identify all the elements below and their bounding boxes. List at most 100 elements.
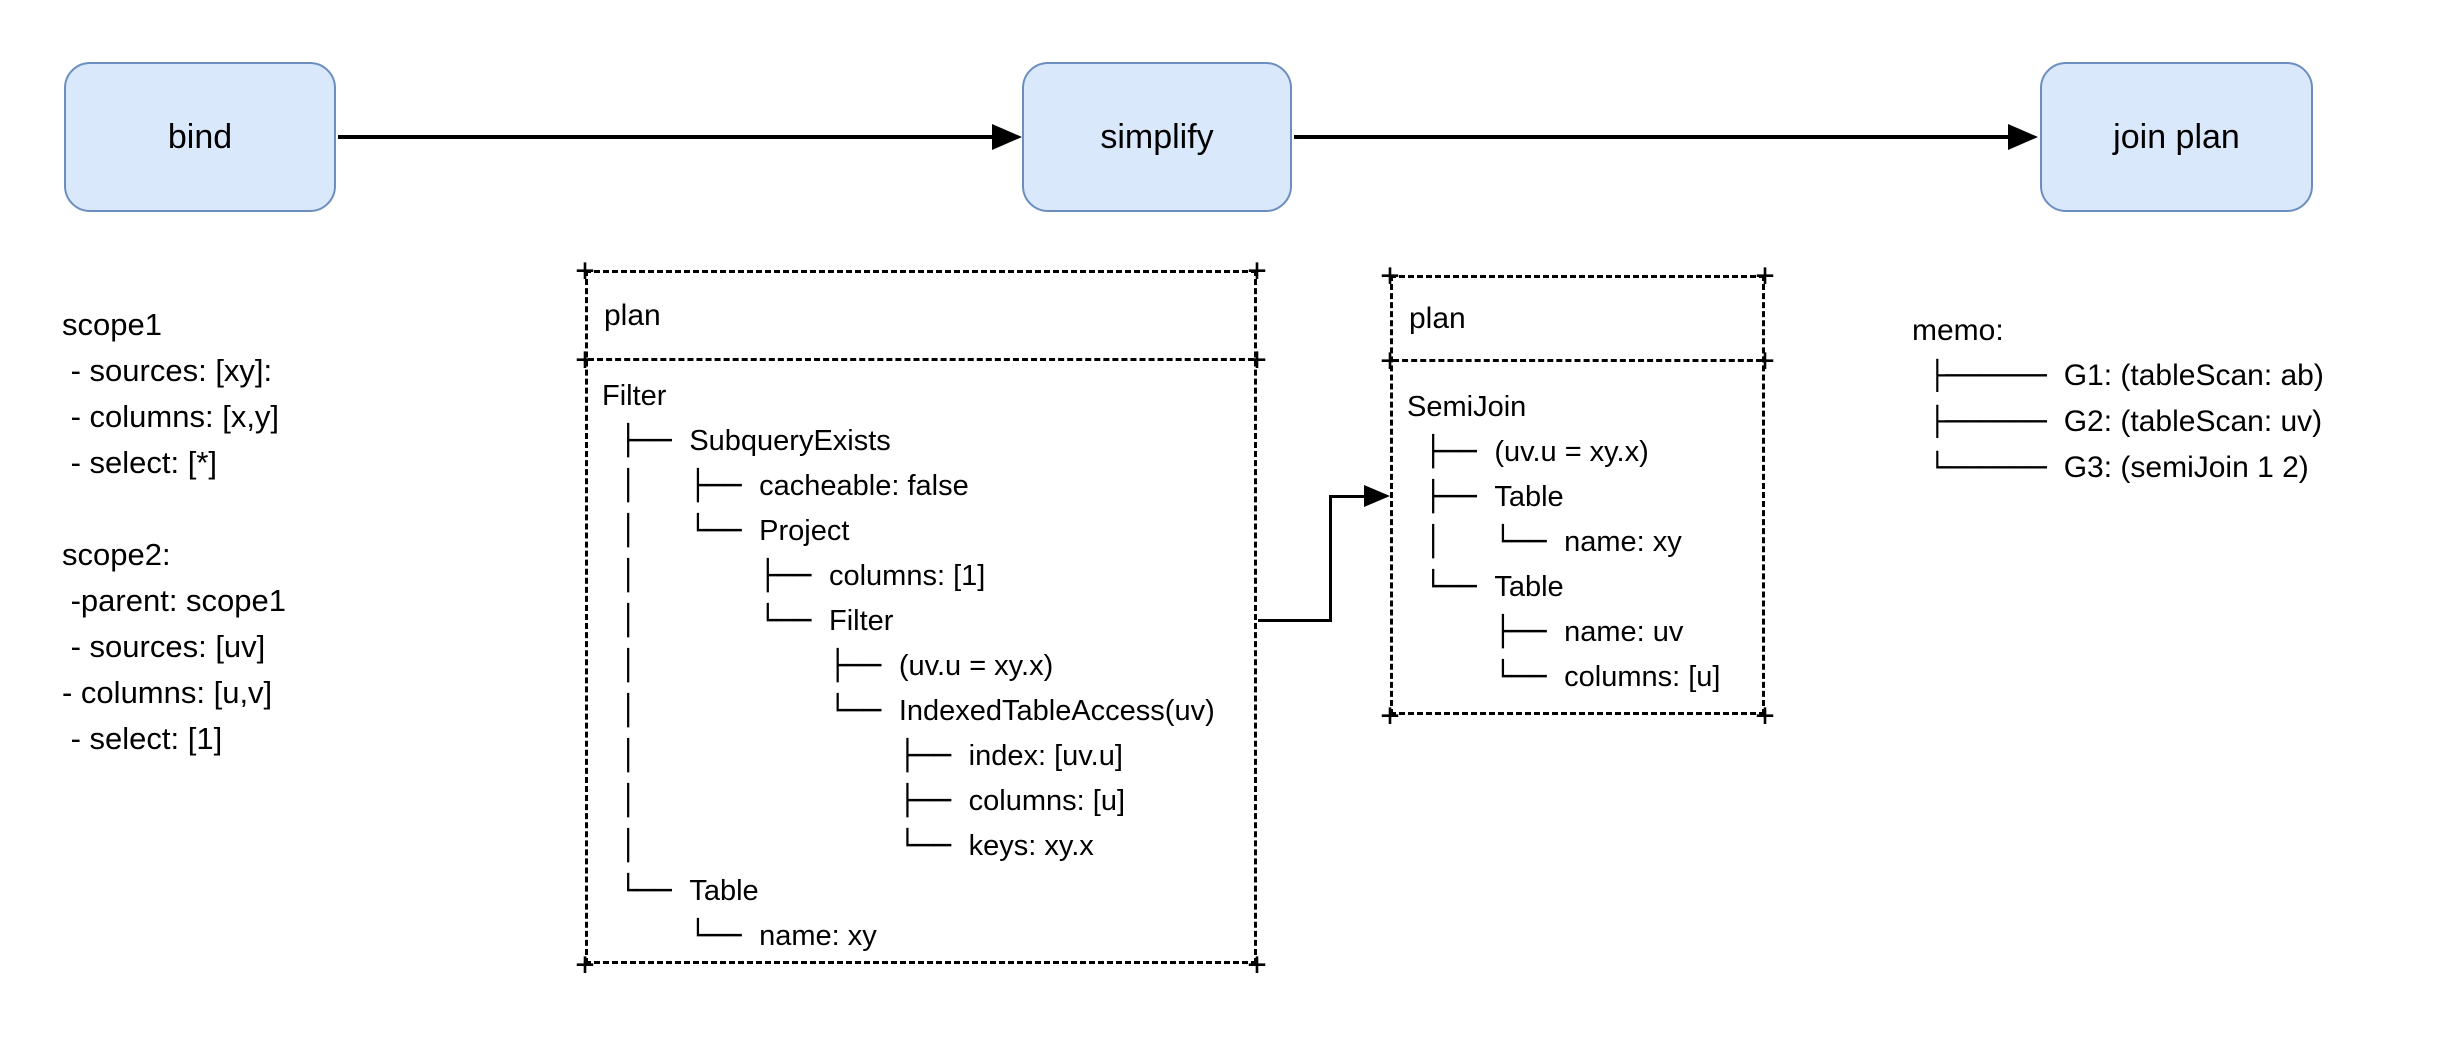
corner-plus: + [575,251,595,289]
tree-connector: │ ├── [602,558,829,592]
memo-entry: └────── G3: (semiJoin 1 2) [1912,445,2324,491]
plan-box-filter-tree: + + + + + + plan Filter ├── SubqueryExis… [575,254,1266,980]
plan-tree: Filter ├── SubqueryExists │ ├── cacheabl… [588,361,1254,958]
arrowhead-icon [2008,124,2038,150]
plan-tree-row: │ └── name: xy [1407,519,1762,564]
scope-note-line: - select: [*] [62,445,218,480]
plan-tree-row: │ ├── index: [uv.u] [602,733,1254,778]
flow-node-bind-label: bind [167,117,233,156]
plan-tree-row: │ └── Filter [602,598,1254,643]
corner-plus: + [1380,696,1400,734]
elbow-arrow-segment-bottom [1258,619,1332,622]
tree-node-label: name: xy [1564,526,1682,558]
plan-box-title: plan [1409,302,1466,335]
tree-connector: ├── [602,423,690,457]
tree-connector: └── [1407,659,1565,693]
plan-tree-row: │ └── keys: xy.x [602,823,1254,868]
memo-entry-label: G3: (semiJoin 1 2) [2063,451,2309,484]
corner-plus: + [1247,945,1267,983]
tree-node-label: Table [1494,481,1564,513]
tree-connector: ├────── [1912,405,2064,438]
memo-block: memo: ├────── G1: (tableScan: ab) ├─────… [1912,308,2324,491]
plan-tree-row: │ ├── cacheable: false [602,463,1254,508]
flow-node-join-plan: join plan [2040,62,2313,212]
plan-tree-row: └── Table [1407,564,1762,609]
scope-note-line: - sources: [xy]: [62,353,273,388]
tree-node-label: index: [uv.u] [968,740,1123,772]
tree-node-label: columns: [u] [968,785,1125,817]
tree-connector: └── [1407,569,1495,603]
tree-connector: ├── [1407,434,1495,468]
plan-tree-row: │ └── IndexedTableAccess(uv) [602,688,1254,733]
arrow-simplify-to-join-plan [1294,135,2010,139]
scope-note-line: - columns: [u,v] [62,675,273,710]
plan-tree-row: Filter [602,373,1254,418]
tree-connector: ├── [1407,479,1495,513]
tree-node-label: SubqueryExists [689,425,891,457]
tree-connector: │ └── [602,693,899,727]
scope-note-line: - sources: [uv] [62,629,266,664]
corner-plus: + [575,340,595,378]
scope-note-line: scope1 [62,307,162,342]
plan-tree: SemiJoin ├── (uv.u = xy.x) ├── Table │ └… [1393,362,1762,699]
tree-node-label: (uv.u = xy.x) [898,650,1054,682]
tree-connector: │ └── [602,513,760,547]
scope-notes-block: scope1 - sources: [xy]: - columns: [x,y]… [62,302,286,762]
tree-node-label: columns: [1] [828,560,986,592]
plan-box-title: plan [604,299,661,332]
tree-connector: └────── [1912,451,2064,484]
tree-connector: │ └── [602,828,969,862]
tree-node-label: Filter [828,605,894,637]
memo-entry-label: G2: (tableScan: uv) [2063,405,2323,438]
tree-node-label: Filter [602,380,667,412]
plan-tree-row: ├── name: uv [1407,609,1762,654]
scope-note-line: scope2: [62,537,171,572]
plan-tree-row: └── name: xy [602,913,1254,958]
corner-plus: + [1380,341,1400,379]
flow-node-join-plan-label: join plan [2113,117,2240,156]
plan-tree-row: SemiJoin [1407,384,1762,429]
plan-tree-row: │ ├── (uv.u = xy.x) [602,643,1254,688]
arrowhead-icon [992,124,1022,150]
tree-connector: │ ├── [602,468,760,502]
tree-connector: └── [602,918,760,952]
corner-plus: + [1755,341,1775,379]
plan-tree-row: ├── (uv.u = xy.x) [1407,429,1762,474]
tree-node-label: Project [759,515,850,547]
arrowhead-icon [1364,485,1390,507]
tree-connector: │ └── [602,603,829,637]
plan-tree-row: ├── Table [1407,474,1762,519]
corner-plus: + [1247,340,1267,378]
tree-node-label: name: uv [1564,616,1684,648]
tree-node-label: IndexedTableAccess(uv) [898,695,1215,727]
corner-plus: + [1247,251,1267,289]
plan-box-header: plan [588,273,1254,361]
tree-connector: │ ├── [602,783,969,817]
scope-note-line: - columns: [x,y] [62,399,280,434]
plan-tree-row: ├── SubqueryExists [602,418,1254,463]
tree-connector: │ └── [1407,524,1565,558]
plan-tree-row: └── Table [602,868,1254,913]
tree-connector: ├── [1407,614,1565,648]
tree-connector: ├────── [1912,359,2064,392]
elbow-arrow-segment-vertical [1329,496,1332,622]
plan-tree-row: │ ├── columns: [1] [602,553,1254,598]
corner-plus: + [1755,696,1775,734]
scope-note-line: - select: [1] [62,721,223,756]
scope-note-line [62,486,286,532]
memo-entry: ├────── G1: (tableScan: ab) [1912,353,2324,399]
plan-box-semijoin-tree: + + + + + + plan SemiJoin ├── (uv.u = xy… [1380,259,1774,731]
tree-connector: └── [602,873,690,907]
plan-tree-row: │ └── Project [602,508,1254,553]
arrow-bind-to-simplify [338,135,996,139]
memo-entry: ├────── G2: (tableScan: uv) [1912,399,2324,445]
tree-node-label: Table [1494,571,1564,603]
flow-node-bind: bind [64,62,336,212]
elbow-arrow-segment-top [1329,495,1365,498]
tree-node-label: name: xy [759,920,877,952]
tree-node-label: (uv.u = xy.x) [1494,436,1649,468]
tree-node-label: columns: [u] [1564,661,1721,693]
flow-node-simplify: simplify [1022,62,1292,212]
tree-node-label: Table [689,875,759,907]
